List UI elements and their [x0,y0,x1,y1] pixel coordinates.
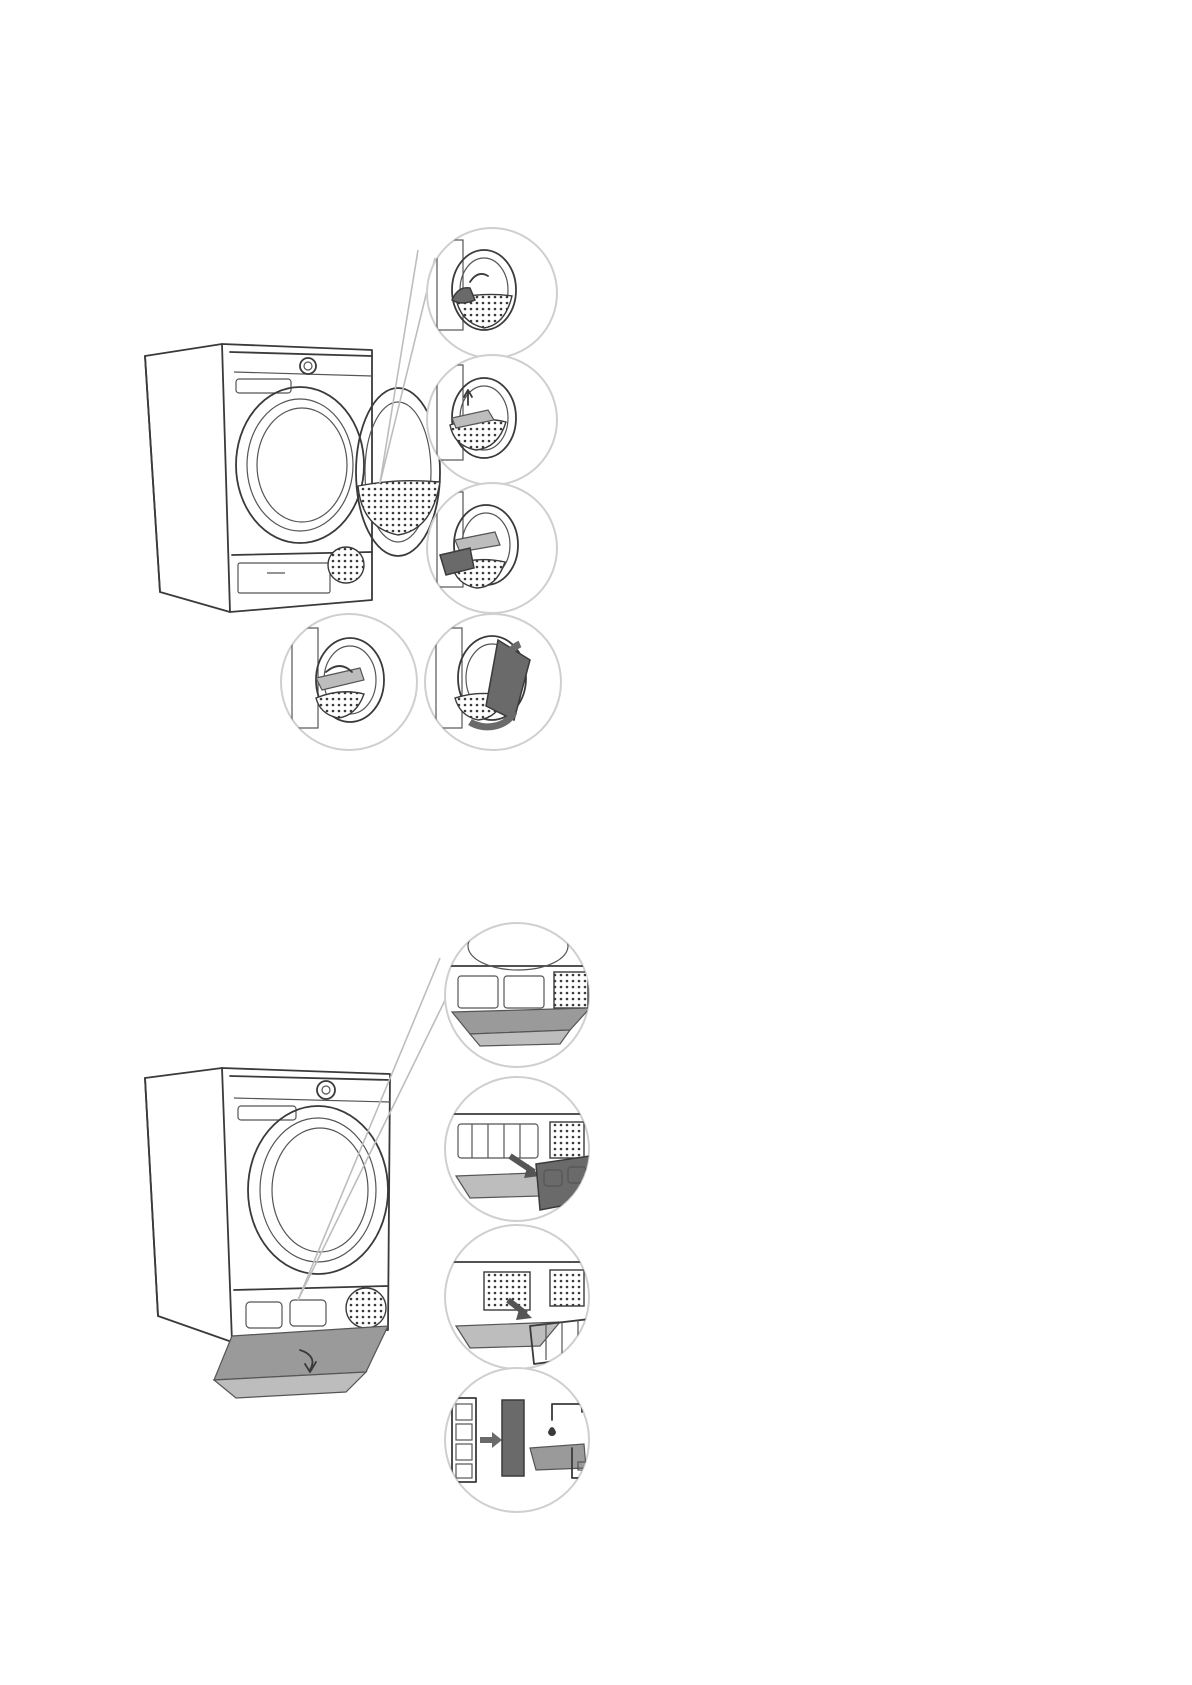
step-2-remove-condenser-cover [445,1077,592,1221]
door-filter-panel [145,228,561,750]
step-5-reinsert-filter [425,614,561,750]
step-3-pull-out-condenser [445,1225,598,1369]
step-2-lift-filter [427,355,557,485]
condenser-filter-panel [145,922,598,1512]
step-1-open-flap [445,922,590,1067]
step-1-open-door [427,228,557,358]
dryer-illustration-bottom [145,1068,390,1398]
step-4-clean-filter [281,614,417,750]
step-4-rinse-condenser [445,1368,592,1512]
step-3-open-filter [427,483,557,613]
